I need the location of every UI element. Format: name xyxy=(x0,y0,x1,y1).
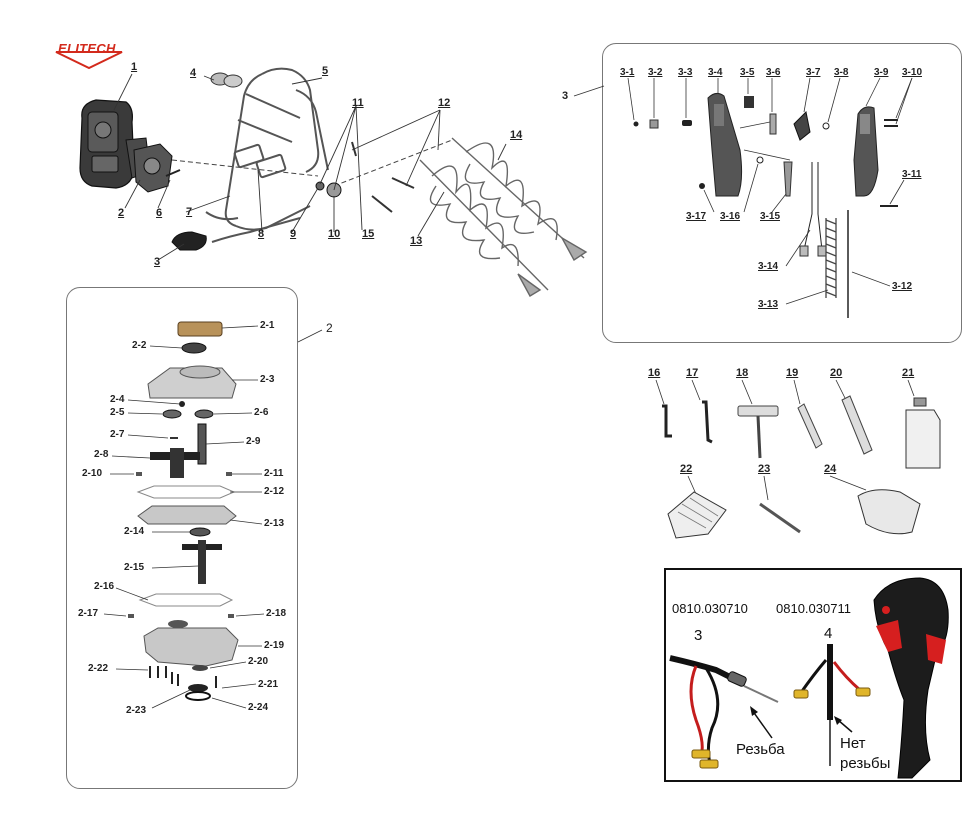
label-tool-18: 18 xyxy=(736,367,749,379)
brand-name: ELITECH xyxy=(58,41,116,56)
cable-photo-illustration xyxy=(669,577,949,779)
label-part-2: 2 xyxy=(118,207,125,219)
label-part-2-23: 2-23 xyxy=(126,705,147,716)
label-part-2-21: 2-21 xyxy=(258,679,279,690)
label-part-3-16: 3-16 xyxy=(720,211,741,222)
cable-photo-inset: 0810.030710 0810.030711 3 4 Резьба Нет р… xyxy=(664,568,962,782)
label-part-2-22: 2-22 xyxy=(88,663,109,674)
label-part-2-11: 2-11 xyxy=(264,468,284,479)
label-part-12: 12 xyxy=(438,97,451,109)
label-part-2-17: 2-17 xyxy=(78,608,99,619)
label-part-3-4: 3-4 xyxy=(708,67,723,78)
label-part-3-12: 3-12 xyxy=(892,281,913,292)
label-part-3-5: 3-5 xyxy=(740,67,755,78)
label-part-11: 11 xyxy=(352,97,364,109)
cable-code-left: 0810.030710 xyxy=(672,601,748,616)
label-tool-20: 20 xyxy=(830,367,843,379)
label-part-2-3: 2-3 xyxy=(260,374,275,385)
handle-grip-4 xyxy=(210,72,243,88)
label-part-3-2: 3-2 xyxy=(648,67,663,78)
label-part-2-1: 2-1 xyxy=(260,320,275,331)
label-tool-22: 22 xyxy=(680,463,693,475)
label-part-3-6: 3-6 xyxy=(766,67,781,78)
logo-chevron xyxy=(55,51,123,70)
label-part-2-2: 2-2 xyxy=(132,340,147,351)
label-part-2-12: 2-12 xyxy=(264,486,285,497)
label-part-2-4: 2-4 xyxy=(110,394,125,405)
label-part-3-13: 3-13 xyxy=(758,299,779,310)
label-part-3-15: 3-15 xyxy=(760,211,781,222)
label-tool-24: 24 xyxy=(824,463,837,475)
label-part-1: 1 xyxy=(131,61,138,73)
label-part-2-18: 2-18 xyxy=(266,608,287,619)
label-part-2-9: 2-9 xyxy=(246,436,261,447)
gearbox-illustration xyxy=(133,143,173,193)
label-part-10: 10 xyxy=(328,228,341,240)
label-part-14: 14 xyxy=(510,129,523,141)
label-part-2-8: 2-8 xyxy=(94,449,109,460)
label-part-9: 9 xyxy=(290,228,297,240)
label-part-13: 13 xyxy=(410,235,423,247)
label-part-2-24: 2-24 xyxy=(248,702,269,713)
engine-illustration xyxy=(79,99,151,189)
label-part-3-10: 3-10 xyxy=(902,67,923,78)
label-part-2-5: 2-5 xyxy=(110,407,125,418)
handle-grip-3 xyxy=(171,231,207,251)
label-part-5: 5 xyxy=(322,65,329,77)
cable-number-right: 4 xyxy=(824,625,833,642)
label-part-2-14: 2-14 xyxy=(124,526,145,537)
label-part-3-14: 3-14 xyxy=(758,261,779,272)
cable-code-right: 0810.030711 xyxy=(776,601,851,616)
label-part-3-11: 3-11 xyxy=(902,169,922,180)
label-part-6: 6 xyxy=(156,207,163,219)
label-part-2-19: 2-19 xyxy=(264,640,285,651)
elitech-logo: ELITECH xyxy=(54,38,124,70)
label-part-3-7: 3-7 xyxy=(806,67,821,78)
label-part-2-6: 2-6 xyxy=(254,407,269,418)
main-leader-lines xyxy=(113,73,507,261)
auger-14-illustration xyxy=(451,137,588,262)
handle-panel-label: 3 xyxy=(562,90,569,102)
label-tool-17: 17 xyxy=(686,367,699,379)
frame-illustration xyxy=(205,67,329,243)
label-part-7: 7 xyxy=(186,206,193,218)
label-part-3-9: 3-9 xyxy=(874,67,889,78)
label-part-2-16: 2-16 xyxy=(94,581,115,592)
label-part-2-15: 2-15 xyxy=(124,562,145,573)
label-part-2-20: 2-20 xyxy=(248,656,269,667)
label-part-3-8: 3-8 xyxy=(834,67,849,78)
gearbox-panel-label: 2 xyxy=(326,321,333,335)
label-tool-19: 19 xyxy=(786,367,799,379)
label-tool-23: 23 xyxy=(758,463,771,475)
label-part-3: 3 xyxy=(154,256,161,268)
label-part-2-13: 2-13 xyxy=(264,518,285,529)
label-part-2-10: 2-10 xyxy=(82,468,103,479)
caption-no-thread-line-2: резьбы xyxy=(840,755,891,772)
label-part-15: 15 xyxy=(362,228,375,240)
caption-no-thread-line-1: Нет xyxy=(840,735,866,752)
label-tool-21: 21 xyxy=(902,367,915,379)
label-part-2-7: 2-7 xyxy=(110,429,125,440)
caption-threaded: Резьба xyxy=(736,741,785,758)
handle-exploded-panel xyxy=(602,43,962,343)
label-part-4: 4 xyxy=(190,67,197,79)
cable-number-left: 3 xyxy=(694,627,703,644)
label-part-3-3: 3-3 xyxy=(678,67,693,78)
label-part-3-17: 3-17 xyxy=(686,211,707,222)
label-part-8: 8 xyxy=(258,228,265,240)
label-tool-16: 16 xyxy=(648,367,661,379)
label-part-3-1: 3-1 xyxy=(620,67,635,78)
